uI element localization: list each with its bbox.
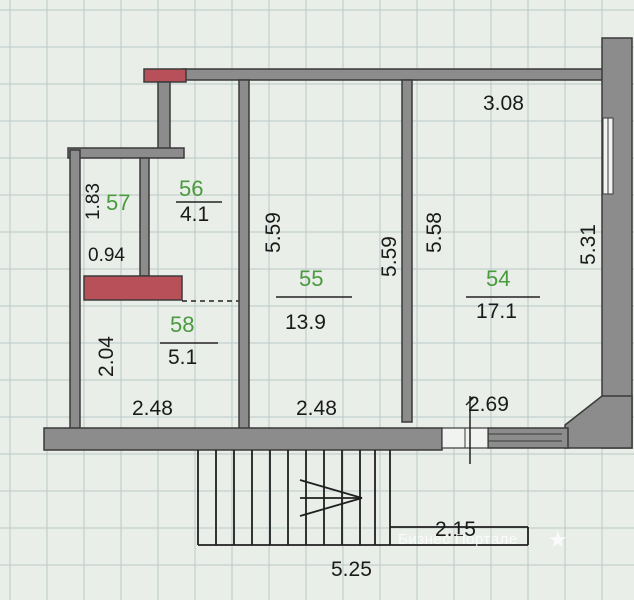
stairs: [197, 450, 529, 546]
dim-5-58: 5.58: [422, 212, 446, 253]
dim-5-25: 5.25: [331, 558, 372, 581]
dim-2-04: 2.04: [94, 336, 118, 377]
wall-57-56: [139, 157, 150, 277]
wall-top: [182, 68, 609, 81]
room-58-area: 5.1: [168, 346, 198, 369]
wall-bottom-right: [487, 427, 569, 449]
watermark: Бизнес Портале: [398, 531, 518, 548]
room-58-number: 58: [170, 312, 195, 337]
highlight-block-top: [143, 68, 187, 83]
dim-5-31: 5.31: [576, 224, 600, 265]
wall-stub: [157, 81, 171, 153]
dim-5-59-mid: 5.59: [377, 236, 401, 277]
wall-bottom: [43, 427, 443, 451]
dim-5-59-left: 5.59: [261, 212, 285, 253]
dim-1-83: 1.83: [82, 183, 104, 220]
wall-56-top: [67, 147, 185, 159]
wall-right: [601, 37, 633, 449]
room-55-number: 55: [299, 266, 324, 291]
dim-2-69: 2.69: [468, 393, 509, 416]
highlight-block-58: [83, 275, 183, 301]
room-57-number: 57: [106, 190, 131, 215]
dim-2-48-left: 2.48: [132, 397, 173, 420]
watermark-star-icon: ★: [548, 527, 569, 552]
dim-0-94: 0.94: [88, 245, 125, 266]
wall-corner: [564, 395, 633, 449]
room-54-area: 17.1: [476, 300, 517, 323]
room-56-number: 56: [179, 176, 204, 201]
room-55-area: 13.9: [285, 311, 326, 334]
wall-56-55: [238, 79, 250, 433]
wall-left: [69, 149, 81, 433]
dim-2-15: 2.15: [435, 518, 476, 541]
wall-55-54: [401, 79, 413, 423]
dim-3-08: 3.08: [483, 92, 524, 115]
room-56-area: 4.1: [180, 203, 210, 226]
room-54-number: 54: [486, 266, 511, 291]
dim-2-48-mid: 2.48: [296, 397, 337, 420]
